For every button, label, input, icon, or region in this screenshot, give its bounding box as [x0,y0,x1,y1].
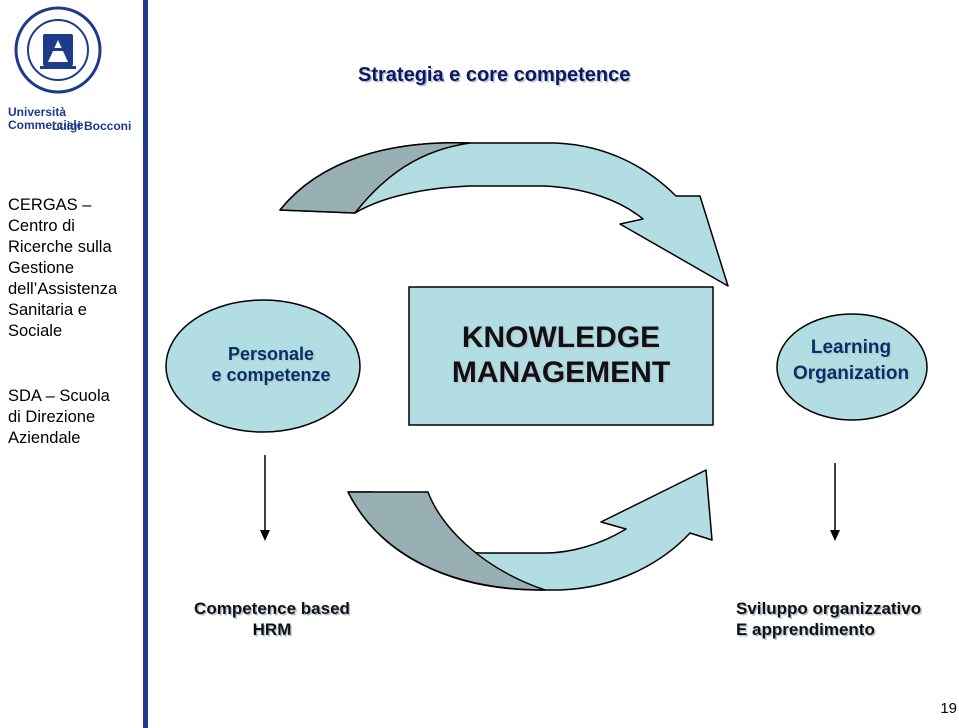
bottom-curved-arrow [347,469,713,591]
logo-line-1: Università Commerciale [8,105,84,132]
sidebar-school-name: SDA – Scuola di Direzione Aziendale [8,387,110,447]
sviluppo-label: Sviluppo organizzativo E apprendimento [736,599,922,639]
competence-hrm-label: Competence based HRM [194,599,350,639]
top-curved-arrow [279,141,729,287]
learning-organization-node [776,313,928,421]
slide-title: Strategia e core competence [358,64,631,86]
personale-node [165,299,361,433]
knowledge-management-node [408,286,714,426]
logo-line-2: Luigi Bocconi [52,119,132,133]
right-down-arrow [830,463,840,541]
university-seal [14,6,102,94]
sidebar-centre-name: CERGAS – Centro di Ricerche sulla Gestio… [8,196,118,340]
personale-label: Personale e competenze [211,344,331,385]
learning-organization-label: Learning Organization [792,337,910,384]
left-down-arrow [260,455,270,541]
university-logo: Università Commerciale Luigi Bocconi [0,0,140,140]
knowledge-management-label: KNOWLEDGE MANAGEMENT [451,321,671,389]
page-number: 19 [940,700,957,717]
sidebar-divider [143,0,148,728]
